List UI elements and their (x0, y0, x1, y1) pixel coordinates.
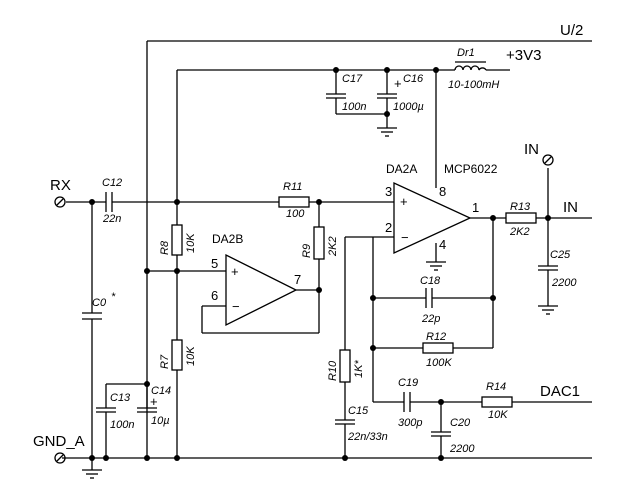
da2a-minus-symbol: − (401, 230, 409, 245)
resistor-r9 (313, 226, 325, 260)
pin-da2a-4: 4 (439, 237, 446, 252)
terminal-gnd-a (54, 452, 66, 464)
pin-da2a-3: 3 (385, 184, 392, 199)
label-r11-value: 100 (286, 208, 305, 220)
label-r12-ref: R12 (426, 331, 446, 343)
label-c19-value: 300p (398, 417, 422, 429)
label-r13-ref: R13 (510, 201, 531, 213)
label-r13-value: 2K2 (509, 226, 530, 238)
label-c20-value: 2200 (449, 443, 475, 455)
label-c12-ref: C12 (102, 177, 122, 189)
net-label-dac1: DAC1 (540, 383, 580, 400)
terminal-in-top (542, 154, 554, 166)
label-c18-ref: C18 (420, 275, 441, 287)
label-c19-ref: C19 (398, 377, 418, 389)
pin-da2a-8: 8 (439, 184, 446, 199)
terminal-rx (54, 196, 66, 208)
da2a-plus-symbol: + (400, 194, 408, 209)
label-r11-ref: R11 (283, 181, 302, 193)
net-label-rx: RX (50, 177, 71, 194)
net-label-3v3: +3V3 (506, 47, 541, 64)
label-r14-value: 10K (488, 409, 508, 421)
label-c0-mark: * (111, 291, 116, 303)
label-c14-ref: C14 (151, 385, 171, 397)
capacitor-c14 (137, 407, 157, 413)
resistor-r7 (171, 339, 183, 371)
da2b-minus-symbol: − (232, 299, 240, 314)
label-r8-ref: R8 (159, 240, 171, 255)
label-c16-ref: C16 (403, 73, 424, 85)
label-c16-value: 1000µ (393, 101, 424, 113)
label-c15-value: 22n/33n (347, 431, 388, 443)
net-label-gnd-a: GND_A (33, 433, 85, 450)
capacitor-c18 (425, 288, 433, 308)
net-label-in-right: IN (563, 199, 578, 216)
capacitor-c15 (335, 419, 355, 425)
label-r7-value: 10K (185, 346, 197, 366)
capacitor-c16 (377, 93, 397, 99)
label-r7-ref: R7 (159, 354, 171, 369)
pin-da2b-6: 6 (211, 288, 218, 303)
c14-polarity: + (150, 394, 158, 409)
capacitor-c25 (538, 265, 558, 271)
label-r8-value: 10K (185, 233, 197, 253)
label-c20-ref: C20 (450, 417, 471, 429)
ground-symbol-gnd-a (82, 469, 102, 479)
opamp-label-da2b: DA2B (212, 232, 243, 246)
capacitor-c13 (96, 407, 116, 413)
inductor-dr1 (454, 61, 487, 73)
label-r9-ref: R9 (301, 244, 313, 258)
label-r10-value: 1K* (353, 360, 365, 378)
label-c12-value: 22n (102, 213, 121, 225)
junction-dots (89, 67, 551, 461)
c16-polarity: + (394, 76, 402, 91)
label-c13-ref: C13 (110, 392, 131, 404)
resistor-r11 (278, 196, 310, 208)
pin-da2a-2: 2 (385, 220, 392, 235)
label-c17-value: 100n (342, 101, 366, 113)
pin-da2b-5: 5 (211, 256, 218, 271)
resistor-r8 (171, 224, 183, 256)
resistor-r10 (339, 349, 351, 383)
pin-da2a-1: 1 (472, 200, 479, 215)
label-c15-ref: C15 (348, 405, 369, 417)
capacitor-c12 (105, 192, 113, 212)
resistor-r14 (481, 396, 513, 408)
label-c13-value: 100n (110, 419, 134, 431)
capacitor-c17 (326, 93, 346, 99)
label-r12-value: 100K (426, 357, 452, 369)
label-r14-ref: R14 (486, 381, 506, 393)
opamp-da2b (225, 253, 298, 327)
label-dr1-value: 10-100mH (448, 79, 499, 91)
capacitor-c19 (403, 392, 411, 412)
capacitor-c20 (431, 431, 451, 437)
opamp-label-da2a: DA2A (386, 162, 417, 176)
ground-symbol-da2a (426, 261, 446, 271)
label-c25-value: 2200 (551, 277, 577, 289)
opamp-part-da2a: MCP6022 (444, 162, 498, 176)
resistor-r12 (422, 342, 454, 354)
label-c14-value: 10µ (151, 415, 170, 427)
label-c17-ref: C17 (342, 73, 363, 85)
ground-symbol-c25 (538, 305, 558, 315)
label-r10-ref: R10 (327, 360, 339, 381)
opamp-da2a (393, 181, 472, 255)
net-label-u2: U/2 (560, 22, 583, 39)
net-label-in-top: IN (524, 141, 539, 158)
label-r9-value: 2K2 (327, 236, 339, 257)
resistor-r13 (505, 212, 537, 224)
capacitor-c0 (82, 312, 102, 320)
label-c0-ref: C0 (92, 297, 107, 309)
pin-da2b-7: 7 (294, 272, 301, 287)
da2b-plus-symbol: + (231, 264, 239, 279)
label-dr1-ref: Dr1 (457, 47, 475, 59)
ground-symbol-c16 (377, 127, 397, 137)
label-c25-ref: C25 (550, 249, 571, 261)
label-c18-value: 22p (421, 313, 440, 325)
